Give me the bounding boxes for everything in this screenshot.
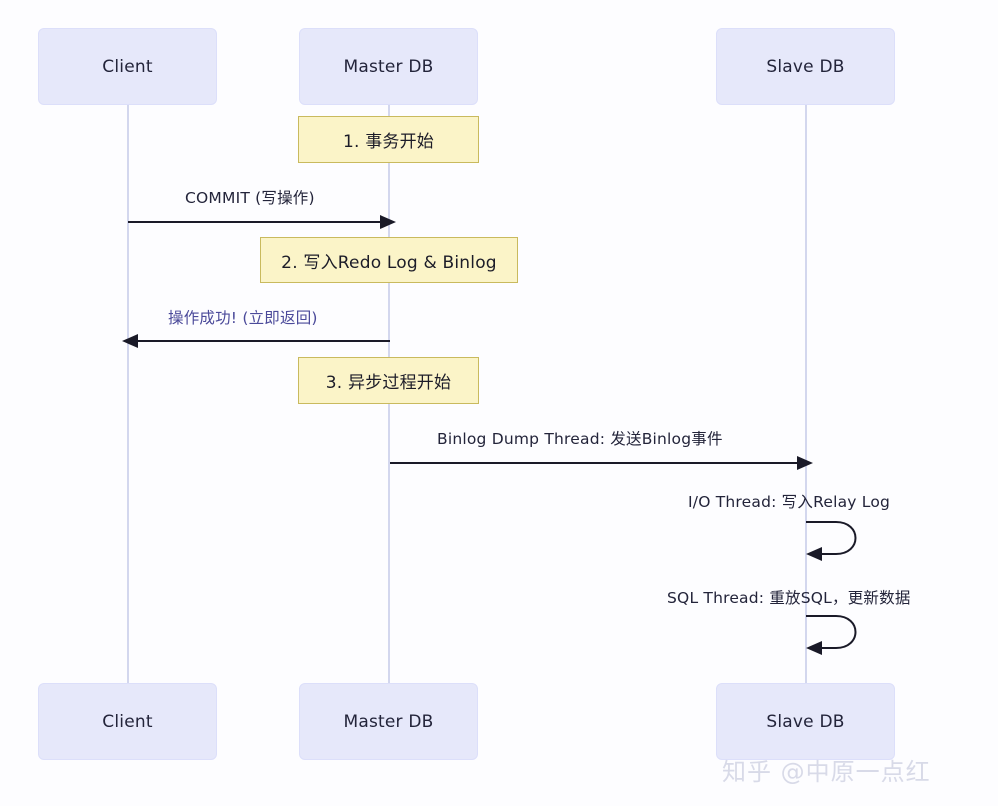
participant-client-bottom[interactable]: Client — [38, 683, 217, 760]
message-arrow-io-thread-selfloop — [806, 521, 857, 561]
note-label: 1. 事务开始 — [342, 132, 435, 152]
participant-client-top[interactable]: Client — [38, 28, 217, 105]
participant-slave-bottom[interactable]: Slave DB — [716, 683, 895, 760]
note-write-redo-binlog: 2. 写入Redo Log & Binlog — [260, 237, 518, 283]
note-async-process-begin: 3. 异步过程开始 — [298, 357, 479, 404]
note-label: 2. 写入Redo Log & Binlog — [281, 252, 497, 273]
participant-label: Slave DB — [766, 711, 845, 732]
message-label-commit: COMMIT (写操作) — [185, 189, 315, 207]
message-arrow-commit — [128, 215, 396, 229]
message-arrow-binlog-dump — [390, 456, 813, 470]
message-arrow-sql-thread-selfloop — [806, 615, 857, 655]
note-transaction-begin: 1. 事务开始 — [298, 116, 479, 163]
message-label-binlog-dump: Binlog Dump Thread: 发送Binlog事件 — [437, 430, 723, 448]
participant-label: Master DB — [343, 56, 434, 77]
participant-master-bottom[interactable]: Master DB — [299, 683, 478, 760]
participant-master-top[interactable]: Master DB — [299, 28, 478, 105]
watermark: 知乎 @中原一点红 — [722, 758, 931, 786]
message-label-sql-thread: SQL Thread: 重放SQL，更新数据 — [667, 589, 911, 607]
participant-label: Client — [102, 711, 153, 732]
participant-label: Client — [102, 56, 153, 77]
lifeline-client — [127, 105, 129, 685]
participant-slave-top[interactable]: Slave DB — [716, 28, 895, 105]
participant-label: Slave DB — [766, 56, 845, 77]
note-label: 3. 异步过程开始 — [325, 373, 452, 393]
participant-label: Master DB — [343, 711, 434, 732]
message-arrow-success-return — [122, 334, 390, 348]
message-label-io-thread: I/O Thread: 写入Relay Log — [688, 493, 891, 511]
message-label-success-return: 操作成功! (立即返回) — [168, 309, 318, 327]
lifeline-slave — [805, 105, 807, 685]
